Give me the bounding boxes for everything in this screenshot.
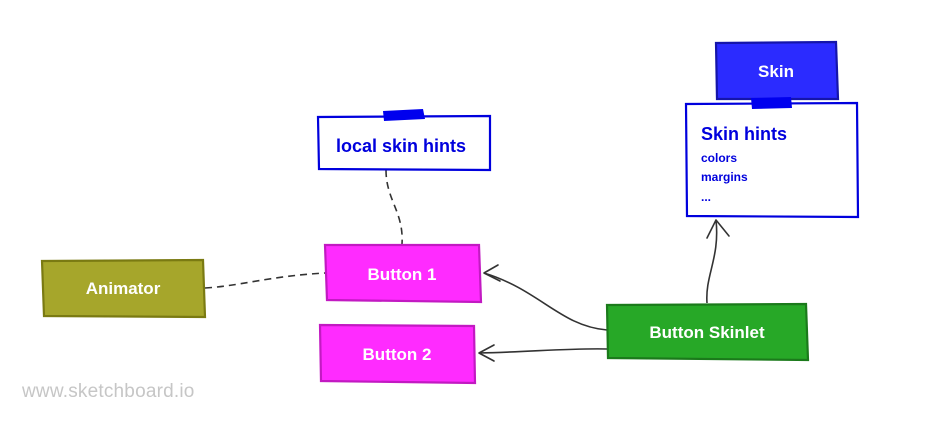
skin-hints-box [684,101,860,219]
arrowhead-button1 [483,264,501,282]
edge-skinlet-button2 [478,348,608,354]
animator-label: Animator [86,279,161,298]
animator-node[interactable]: Animator [40,258,207,319]
watermark-text: www.sketchboard.io [22,381,195,402]
arrowhead-button2 [478,344,495,362]
button-skinlet-node[interactable]: Button Skinlet [605,302,810,362]
button2-label: Button 2 [363,345,432,364]
skin-hints-node[interactable]: Skin hints colors margins ... [684,97,860,219]
arrowhead-skin-hints [706,219,730,239]
skin-label: Skin [758,62,794,81]
skin-box [714,40,840,101]
skin-hints-title: Skin hints [701,124,787,144]
local-skin-hints-box [316,114,492,172]
skin-node[interactable]: Skin [714,40,840,101]
skin-hints-tape [751,97,792,109]
local-skin-hints-tape [383,109,425,121]
button1-box [323,243,483,304]
button1-node[interactable]: Button 1 [323,243,483,304]
edge-skinlet-skin-hints [706,219,718,304]
skin-hints-item-colors: colors [701,151,737,165]
skin-hints-item-ellipsis: ... [701,190,711,204]
button-skinlet-box [605,302,810,362]
local-skin-hints-node[interactable]: local skin hints [316,109,492,172]
button-skinlet-label: Button Skinlet [649,323,765,342]
edge-skinlet-button1 [483,272,608,331]
skin-hints-item-margins: margins [701,170,748,184]
local-skin-hints-label: local skin hints [336,136,466,156]
button1-label: Button 1 [368,265,437,284]
edge-animator-button1 [204,272,326,289]
button2-node[interactable]: Button 2 [318,323,477,385]
edge-local-hints-button1 [385,169,403,245]
button2-box [318,323,477,385]
animator-box [40,258,207,319]
